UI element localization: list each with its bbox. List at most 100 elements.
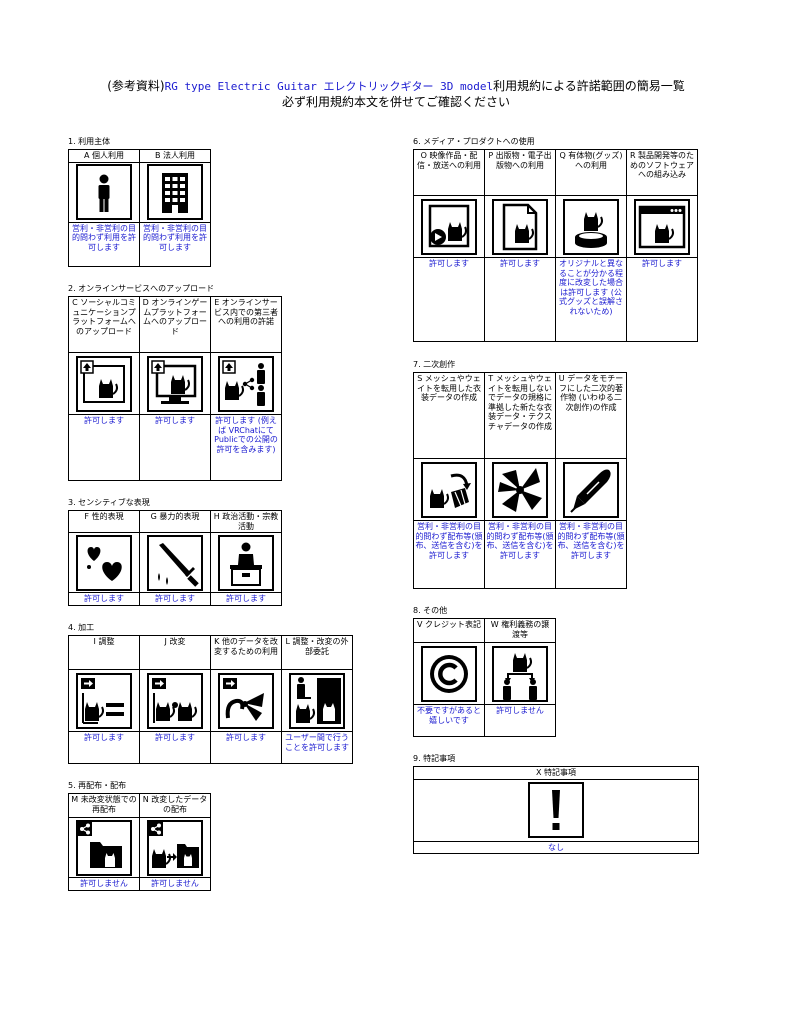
section-special-notes: 9. 特記事項 X 特記事項 なし <box>413 754 699 854</box>
mesh-icon <box>421 461 477 518</box>
item-header-s: S メッシュやウェイトを転用した衣装データの作成 <box>413 372 485 459</box>
section-label: 3. センシティブな表現 <box>68 498 150 507</box>
permission-table: M 未改変状態での再配布 N 改変したデータの配布 許可しません <box>68 793 211 891</box>
item-header-c: C ソーシャルコミュニケーションプラットフォームへのアップロード <box>68 296 140 353</box>
item-header-w: W 権利義務の譲渡等 <box>484 618 556 643</box>
title-model: RG type Electric Guitar エレクトリックギター 3D mo… <box>164 80 494 93</box>
item-header-v: V クレジット表記 <box>413 618 485 643</box>
section-label: 5. 再配布・配布 <box>68 781 127 790</box>
page-title: (参考資料)RG type Electric Guitar エレクトリックギター… <box>0 78 792 95</box>
item-header-j: J 改変 <box>139 635 211 670</box>
permission-table: A 個人利用 B 法人利用 <box>68 149 211 267</box>
building-icon <box>147 164 203 220</box>
section-label: 4. 加工 <box>68 623 95 632</box>
upload-monitor-icon <box>147 355 203 412</box>
item-status-f: 許可します <box>68 592 140 606</box>
item-status-a: 営利・非営利の目的問わず利用を許可します <box>68 221 140 267</box>
section-label: 9. 特記事項 <box>413 754 456 763</box>
item-status-g: 許可します <box>139 592 211 606</box>
knife-icon <box>147 534 203 591</box>
item-header-e: E オンラインサービス内での第三者への利用の許諾 <box>210 296 282 353</box>
item-header-t: T メッシュやウェイトを転用しないでデータの規格に準拠した新たな衣装データ・テク… <box>484 372 556 459</box>
title-prefix: (参考資料) <box>107 79 165 93</box>
item-header-b: B 法人利用 <box>139 149 211 163</box>
modify-icon <box>147 672 203 729</box>
item-header-u: U データをモチーフにした二次的著作物 (いわゆる二次創作)の作成 <box>555 372 627 459</box>
hearts-icon <box>76 534 132 591</box>
outsource-icon <box>289 672 345 729</box>
item-status-n: 許可しません <box>139 877 211 891</box>
item-status-r: 許可します <box>626 257 698 342</box>
page-subtitle: 必ず利用規約本文を併せてご確認ください <box>281 95 510 109</box>
section-label: 8. その他 <box>413 606 448 615</box>
section-label: 6. メディア・プロダクトへの使用 <box>413 137 535 146</box>
bow-icon <box>218 672 274 729</box>
item-status-s: 営利・非営利の目的問わず配布等(頒布、送信を含む)を許可します <box>413 520 485 589</box>
section-label: 1. 利用主体 <box>68 137 111 146</box>
item-status-h: 許可します <box>210 592 282 606</box>
section-label: 2. オンラインサービスへのアップロード <box>68 284 215 293</box>
item-header-h: H 政治活動・宗教活動 <box>210 510 282 533</box>
item-status-e: 許可します (例えば VRChatにて Publicでの公開の許可を含みます) <box>210 414 282 481</box>
permission-table: F 性的表現 G 暴力的表現 H 政治活動・宗教活動 <box>68 510 282 606</box>
podium-icon <box>218 534 274 591</box>
item-status-w: 許可しません <box>484 704 556 737</box>
item-header-n: N 改変したデータの配布 <box>139 793 211 818</box>
permission-table: S メッシュやウェイトを転用した衣装データの作成 T メッシュやウェイトを転用し… <box>413 372 627 589</box>
item-header-a: A 個人利用 <box>68 149 140 163</box>
item-status-x: なし <box>413 840 699 854</box>
item-header-r: R 製品開発等のためのソフトウェアへの組み込み <box>626 149 698 196</box>
item-status-j: 許可します <box>139 731 211 764</box>
item-status-p: 許可します <box>484 257 556 342</box>
item-status-t: 営利・非営利の目的問わず配布等(頒布、送信を含む)を許可します <box>484 520 556 589</box>
share-users-icon <box>218 355 274 412</box>
item-header-x: X 特記事項 <box>413 766 699 780</box>
pen-icon <box>563 461 619 518</box>
item-status-k: 許可します <box>210 731 282 764</box>
section-media-products: 6. メディア・プロダクトへの使用 O 映像作品・配信・放送への利用 P 出版物… <box>413 137 698 342</box>
section-label: 7. 二次創作 <box>413 360 456 369</box>
transfer-icon <box>492 645 548 702</box>
section-redistribution: 5. 再配布・配布 M 未改変状態での再配布 N 改変したデータの配布 <box>68 781 211 891</box>
item-status-o: 許可します <box>413 257 485 342</box>
item-header-f: F 性的表現 <box>68 510 140 533</box>
item-status-v: 不要ですがあると嬉しいです <box>413 704 485 737</box>
item-header-p: P 出版物・電子出版物への利用 <box>484 149 556 196</box>
exclamation-icon <box>528 782 584 838</box>
copyright-icon <box>421 645 477 702</box>
software-icon <box>634 198 690 255</box>
item-header-d: D オンラインゲームプラットフォームへのアップロード <box>139 296 211 353</box>
section-usage-subject: 1. 利用主体 A 個人利用 B 法人利用 <box>68 137 211 267</box>
item-status-i: 許可します <box>68 731 140 764</box>
distribute-modified-icon <box>147 819 203 876</box>
fabric-icon <box>492 461 548 518</box>
section-online-upload: 2. オンラインサービスへのアップロード C ソーシャルコミュニケーションプラッ… <box>68 284 282 481</box>
document-icon <box>492 198 548 255</box>
item-status-u: 営利・非営利の目的問わず配布等(頒布、送信を含む)を許可します <box>555 520 627 589</box>
item-status-c: 許可します <box>68 414 140 481</box>
permission-table: I 調整 J 改変 K 他のデータを改変するための利用 L 調整・改変の外部委託 <box>68 635 353 764</box>
item-header-o: O 映像作品・配信・放送への利用 <box>413 149 485 196</box>
section-derivative-works: 7. 二次創作 S メッシュやウェイトを転用した衣装データの作成 T メッシュや… <box>413 360 627 589</box>
person-icon <box>76 164 132 220</box>
item-status-l: ユーザー間で行うことを許可します <box>281 731 353 764</box>
permission-table: C ソーシャルコミュニケーションプラットフォームへのアップロード D オンライン… <box>68 296 282 481</box>
figure-icon <box>563 198 619 255</box>
section-other: 8. その他 V クレジット表記 W 権利義務の譲渡等 不要で <box>413 606 556 737</box>
item-status-d: 許可します <box>139 414 211 481</box>
item-status-q: オリジナルと異なることが分かる程度に改変した場合は許可します (公式グッズと誤解… <box>555 257 627 342</box>
permission-table: X 特記事項 なし <box>413 766 699 854</box>
item-header-q: Q 有体物(グッズ)への利用 <box>555 149 627 196</box>
item-header-g: G 暴力的表現 <box>139 510 211 533</box>
redistribute-icon <box>76 819 132 876</box>
permission-table: O 映像作品・配信・放送への利用 P 出版物・電子出版物への利用 Q 有体物(グ… <box>413 149 698 342</box>
item-header-k: K 他のデータを改変するための利用 <box>210 635 282 670</box>
section-sensitive: 3. センシティブな表現 F 性的表現 G 暴力的表現 H 政治活動・宗教活動 <box>68 498 282 606</box>
item-header-m: M 未改変状態での再配布 <box>68 793 140 818</box>
item-header-l: L 調整・改変の外部委託 <box>281 635 353 670</box>
item-status-b: 営利・非営利の目的問わず利用を許可します <box>139 221 211 267</box>
upload-cat-icon <box>76 355 132 412</box>
item-status-m: 許可しません <box>68 877 140 891</box>
video-icon <box>421 198 477 255</box>
permission-table: V クレジット表記 W 権利義務の譲渡等 不要ですがあると嬉しいです 許可しませ… <box>413 618 556 737</box>
